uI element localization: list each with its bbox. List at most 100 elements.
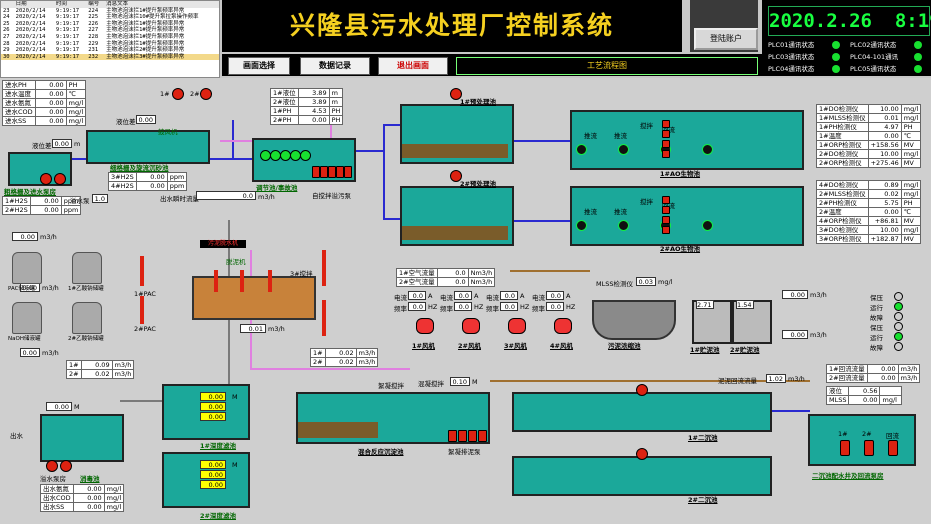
disinf-level-value: 0.00: [46, 402, 72, 411]
ao-equipment-led[interactable]: [702, 144, 713, 155]
param-cell: PH: [328, 106, 344, 116]
plc-status-label: PLC04通讯状态: [768, 65, 815, 73]
return-pump[interactable]: [864, 440, 874, 456]
adjust-pump-label: 自搅拌溢污泵: [312, 192, 351, 200]
adjust-pump[interactable]: [336, 166, 344, 178]
param-cell: 0.00: [34, 80, 67, 90]
blower-unit[interactable]: [416, 318, 434, 334]
log-cell: 226: [88, 20, 99, 27]
param-cell: 0.00: [866, 373, 899, 383]
coag-sludge-pump[interactable]: [458, 430, 467, 442]
param-cell: mg/l: [103, 502, 125, 512]
screen-select-button[interactable]: 画面选择: [228, 57, 290, 75]
param-cell: mg/l: [900, 180, 922, 190]
sludge-mixer-4[interactable]: [322, 300, 326, 336]
ao-return-pump[interactable]: [662, 196, 670, 204]
ao-equipment-led[interactable]: [576, 144, 587, 155]
ao-equipment-led[interactable]: [702, 220, 713, 231]
ao-return-pump[interactable]: [662, 206, 670, 214]
pump-2[interactable]: [200, 88, 212, 100]
adjust-pump[interactable]: [328, 166, 336, 178]
coag-sludge-pump[interactable]: [468, 430, 477, 442]
deep-filter-1-name: 1#深度滤池: [200, 442, 236, 450]
param-cell: 1#空气流量: [396, 268, 438, 278]
login-button[interactable]: 登陆账户: [694, 28, 758, 50]
pipe: [760, 410, 810, 412]
preclarifier-1-drive[interactable]: [450, 88, 462, 100]
adjust-pump[interactable]: [344, 166, 352, 178]
log-cell: 主物池泡沫拦3#提升泵频率异常: [104, 53, 219, 61]
ao-equipment-led[interactable]: [618, 220, 629, 231]
dewater-mixer-1[interactable]: [214, 270, 218, 292]
ao-return-pump[interactable]: [662, 216, 670, 224]
preclarifier-2-drive[interactable]: [450, 170, 462, 182]
coag-sludge-pump[interactable]: [448, 430, 457, 442]
disinf-outlet-label: 出水: [10, 432, 23, 440]
return-sludge-label: 泥泥回流流量: [718, 377, 757, 385]
param-cell: 出水氨氮: [40, 484, 74, 494]
sludge-mixer-3[interactable]: [322, 250, 326, 286]
exit-screen-button[interactable]: 退出画面: [378, 57, 448, 75]
coag-stir-1-label: 絮凝搅拌: [378, 382, 404, 390]
data-record-button[interactable]: 数据记录: [300, 57, 370, 75]
param-cell: 0.01: [867, 113, 902, 123]
param-cell: 0.00: [29, 205, 62, 215]
dewater-mixer-2[interactable]: [240, 270, 244, 292]
storage-right-flow-1: 0.00: [782, 290, 808, 299]
sludge-layer: [298, 422, 378, 438]
disinf-pump-1[interactable]: [46, 460, 58, 472]
clarifier-1-drive[interactable]: [636, 384, 648, 396]
disinf-pump-2[interactable]: [60, 460, 72, 472]
blower-unit[interactable]: [508, 318, 526, 334]
coag-flow-value: 0.10: [450, 377, 470, 386]
param-cell: ℃: [900, 207, 922, 217]
lift-pump[interactable]: [54, 173, 66, 185]
plc-status-led: [832, 41, 840, 49]
adjust-pump[interactable]: [312, 166, 320, 178]
clarifier-2-drive[interactable]: [636, 448, 648, 460]
dewater-mixer-3[interactable]: [268, 270, 272, 292]
log-cell: 主物池泡沫拦10#提升泵拉泵操作频率: [106, 14, 199, 21]
log-cell: 9:19:17: [53, 53, 87, 61]
ao-tank-2-name: 2#AO生物池: [660, 245, 701, 253]
filter-1-unit: M: [232, 393, 238, 401]
blower-name: 3#风机: [504, 342, 527, 350]
mlss-meter-value: 0.03: [636, 277, 656, 286]
ao-equipment-led[interactable]: [618, 144, 629, 155]
pac-1-mixer[interactable]: [140, 256, 144, 286]
return-pump[interactable]: [888, 440, 898, 456]
pump-1[interactable]: [172, 88, 184, 100]
clock-panel: [762, 0, 931, 76]
fine-pump-value: 1.0: [92, 194, 108, 203]
adjust-mixer-status[interactable]: [300, 150, 311, 161]
ao-equipment-led[interactable]: [576, 220, 587, 231]
coag-sludge-pump[interactable]: [478, 430, 487, 442]
ao-return-pump[interactable]: [662, 226, 670, 234]
ao-return-pump[interactable]: [662, 150, 670, 158]
adjust-pump[interactable]: [320, 166, 328, 178]
ao-return-pump[interactable]: [662, 140, 670, 148]
blower-unit[interactable]: [554, 318, 572, 334]
pac-2-mixer[interactable]: [140, 296, 144, 324]
ao-return-pump[interactable]: [662, 130, 670, 138]
param-cell: 0.00: [866, 364, 899, 374]
coagulation-tank: [296, 392, 490, 444]
blower-freq-label: 频率: [486, 305, 499, 313]
param-cell: 0.00: [34, 116, 67, 126]
storage-1-level: 2.71: [696, 300, 714, 309]
lift-pump[interactable]: [40, 173, 52, 185]
sludge-flow-1-unit: m3/h: [268, 325, 285, 333]
blower-top-label: 鼓风机: [158, 128, 178, 136]
blower-unit[interactable]: [462, 318, 480, 334]
return-pump[interactable]: [840, 440, 850, 456]
ao-return-pump[interactable]: [662, 120, 670, 128]
